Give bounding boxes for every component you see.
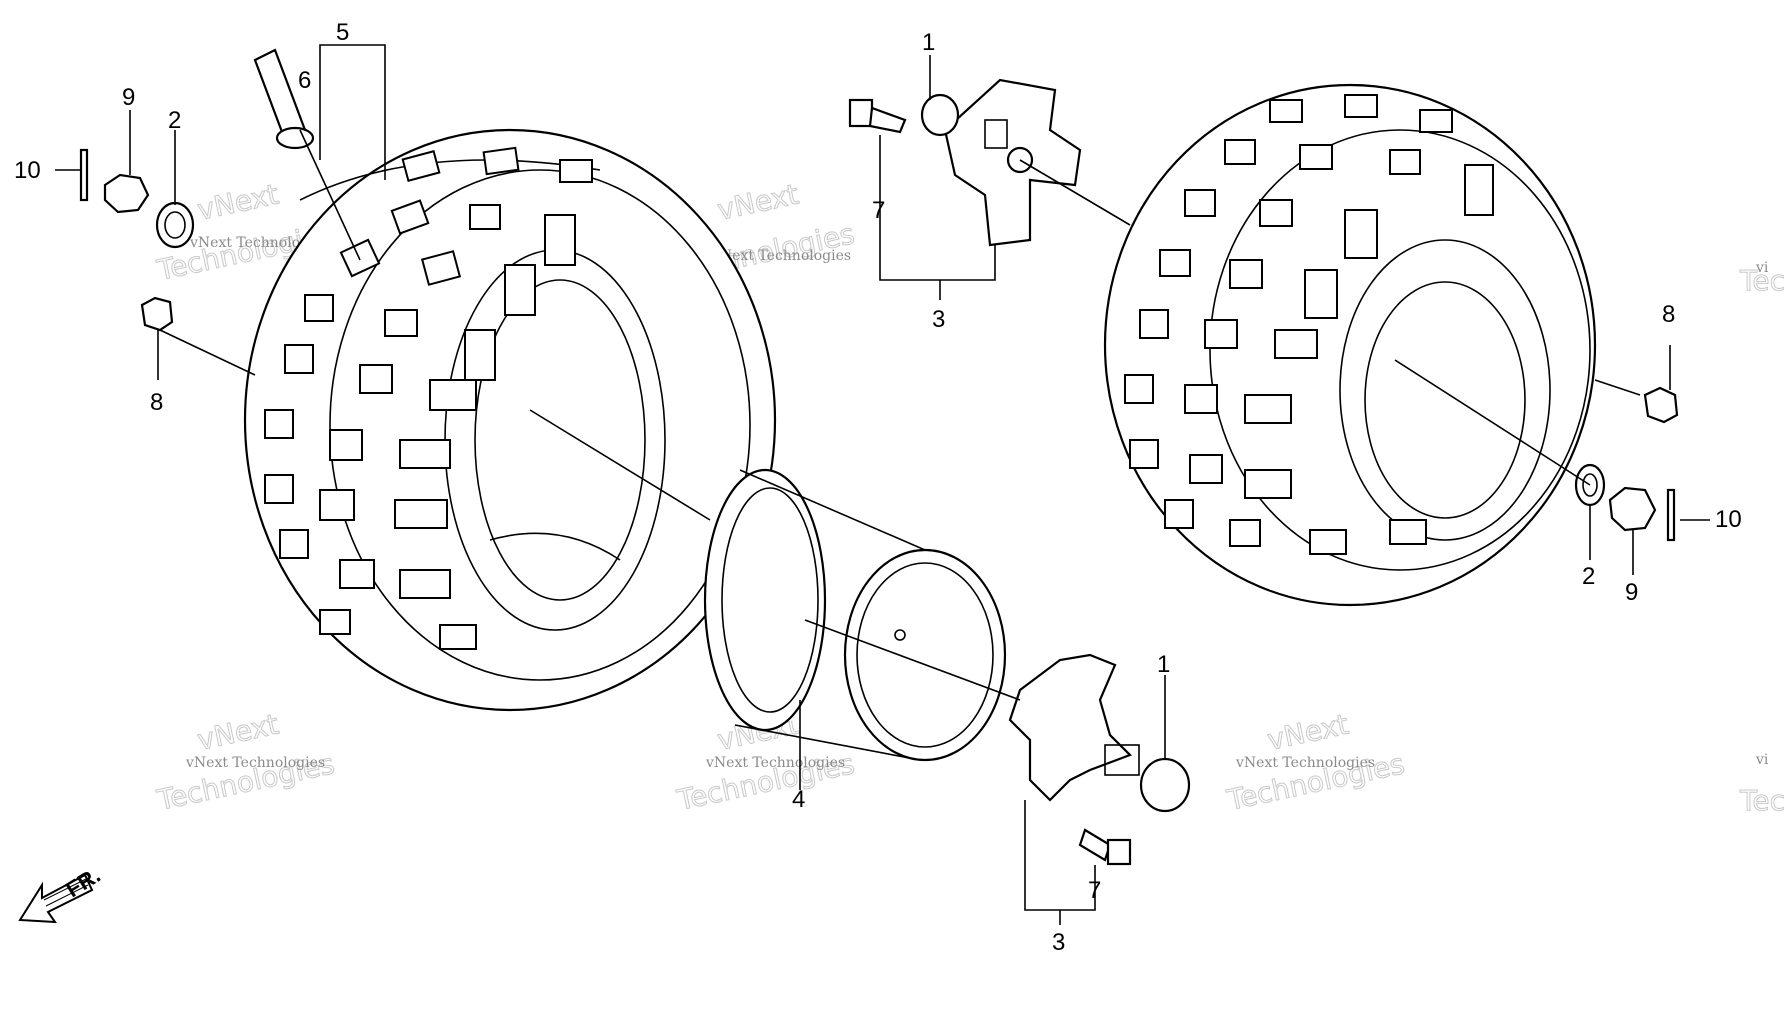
callout-2-left: 2 (168, 107, 181, 134)
callout-2-right: 2 (1582, 563, 1595, 590)
svg-text:vNext: vNext (715, 178, 802, 227)
callout-4: 4 (792, 786, 805, 813)
watermark-bottom-left: vNext Technologies vNext Technologies (153, 707, 338, 817)
svg-text:vNext Technologies: vNext Technologies (711, 248, 851, 264)
callouts: 10 9 2 8 6 5 1 7 3 4 1 7 3 8 2 9 10 (14, 19, 1742, 956)
svg-text:vNext: vNext (1265, 708, 1352, 757)
bolt-bottom (1078, 828, 1132, 866)
lug-nut-left (140, 296, 174, 332)
svg-text:vNext Technologies: vNext Technologies (705, 755, 845, 771)
castle-nut-right (1608, 486, 1657, 532)
svg-text:vNext: vNext (195, 178, 282, 227)
callout-9-left: 9 (122, 84, 135, 111)
callout-10-left: 10 (14, 157, 41, 184)
watermark-edge-2: Tec (1739, 264, 1785, 297)
cotter-pin-right (1666, 488, 1676, 542)
lug-nut-right (1643, 386, 1679, 424)
hub-bottom (1008, 653, 1191, 813)
leader-lines (55, 44, 1710, 925)
tire-left (243, 128, 777, 712)
callout-3-top: 3 (932, 306, 945, 333)
watermark-edge-1: vi (1755, 260, 1769, 276)
svg-text:vNext: vNext (195, 708, 282, 757)
watermark-edge-3: vi (1755, 752, 1769, 768)
axle-lines (529, 159, 1641, 701)
callout-3-bottom: 3 (1052, 929, 1065, 956)
callout-7-bottom: 7 (1088, 877, 1101, 904)
front-direction-arrow: FR. (18, 862, 105, 924)
callout-9-right: 9 (1625, 579, 1638, 606)
callout-6: 6 (298, 67, 311, 94)
svg-text:vNext Technologies: vNext Technologies (189, 235, 329, 251)
tire-right (1103, 83, 1597, 607)
tread-lugs-right (1124, 94, 1494, 555)
wheel-rim (703, 468, 1007, 762)
hub-top (920, 78, 1082, 247)
valve-stem (253, 48, 315, 150)
callout-5: 5 (336, 19, 349, 46)
washer-left (155, 201, 195, 249)
svg-text:vNext Technologies: vNext Technologies (1235, 755, 1375, 771)
callout-8-right: 8 (1662, 301, 1675, 328)
tread-lugs-left (264, 146, 593, 650)
callout-7-top: 7 (872, 197, 885, 224)
callout-1-bottom: 1 (1157, 651, 1170, 678)
callout-10-right: 10 (1715, 506, 1742, 533)
svg-text:vNext Technologies: vNext Technologies (185, 755, 325, 771)
bolt-top (848, 98, 907, 134)
castle-nut-left (103, 173, 150, 214)
watermark-edge-4: Tec (1739, 784, 1785, 817)
watermark-bottom-right: vNext Technologies vNext Technologies (1223, 707, 1408, 817)
callout-1-top: 1 (922, 29, 935, 56)
cotter-pin-left (79, 148, 89, 202)
callout-8-left: 8 (150, 389, 163, 416)
